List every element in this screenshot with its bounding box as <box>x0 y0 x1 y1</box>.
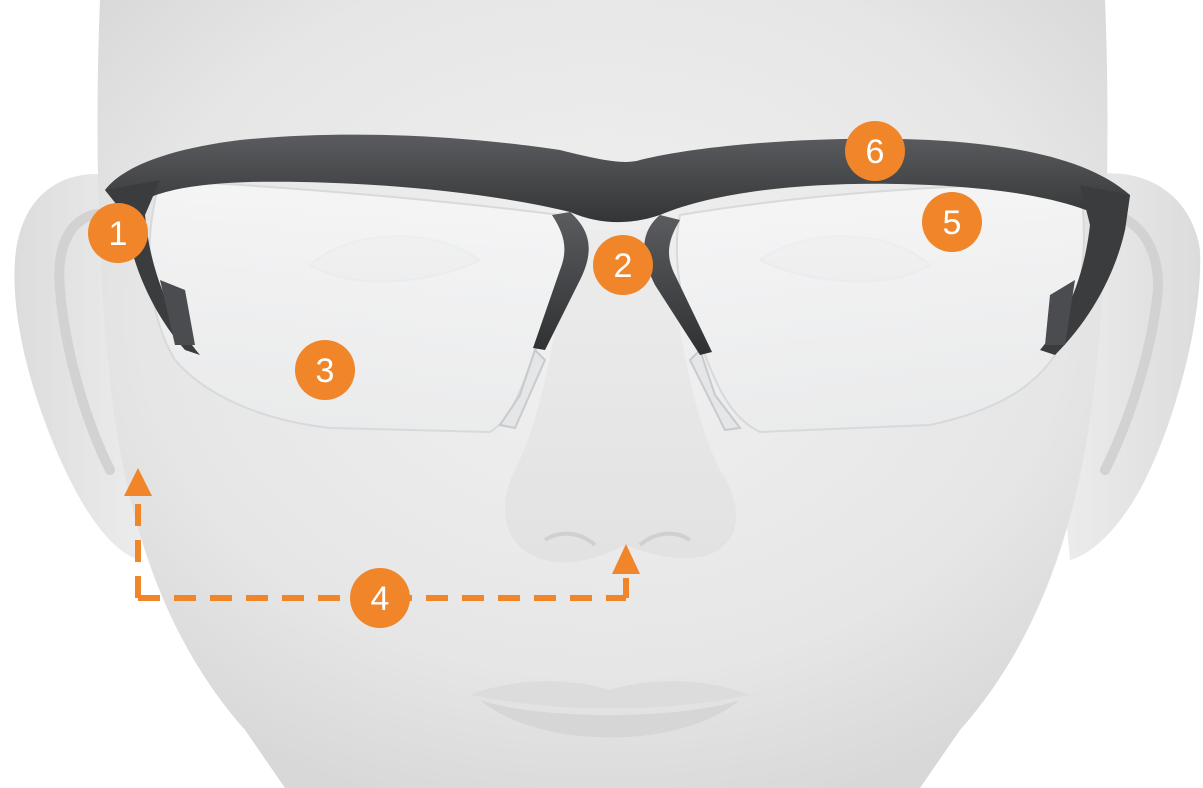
marker-5-label: 5 <box>943 204 962 242</box>
marker-5: 5 <box>922 192 982 252</box>
marker-6: 6 <box>845 121 905 181</box>
marker-4: 4 <box>350 568 410 628</box>
marker-2-label: 2 <box>614 247 633 285</box>
marker-1: 1 <box>88 203 148 263</box>
marker-2: 2 <box>593 235 653 295</box>
marker-6-label: 6 <box>866 133 885 171</box>
marker-3-label: 3 <box>316 352 335 390</box>
marker-4-label: 4 <box>371 580 390 618</box>
marker-1-label: 1 <box>109 215 128 253</box>
marker-3: 3 <box>295 340 355 400</box>
